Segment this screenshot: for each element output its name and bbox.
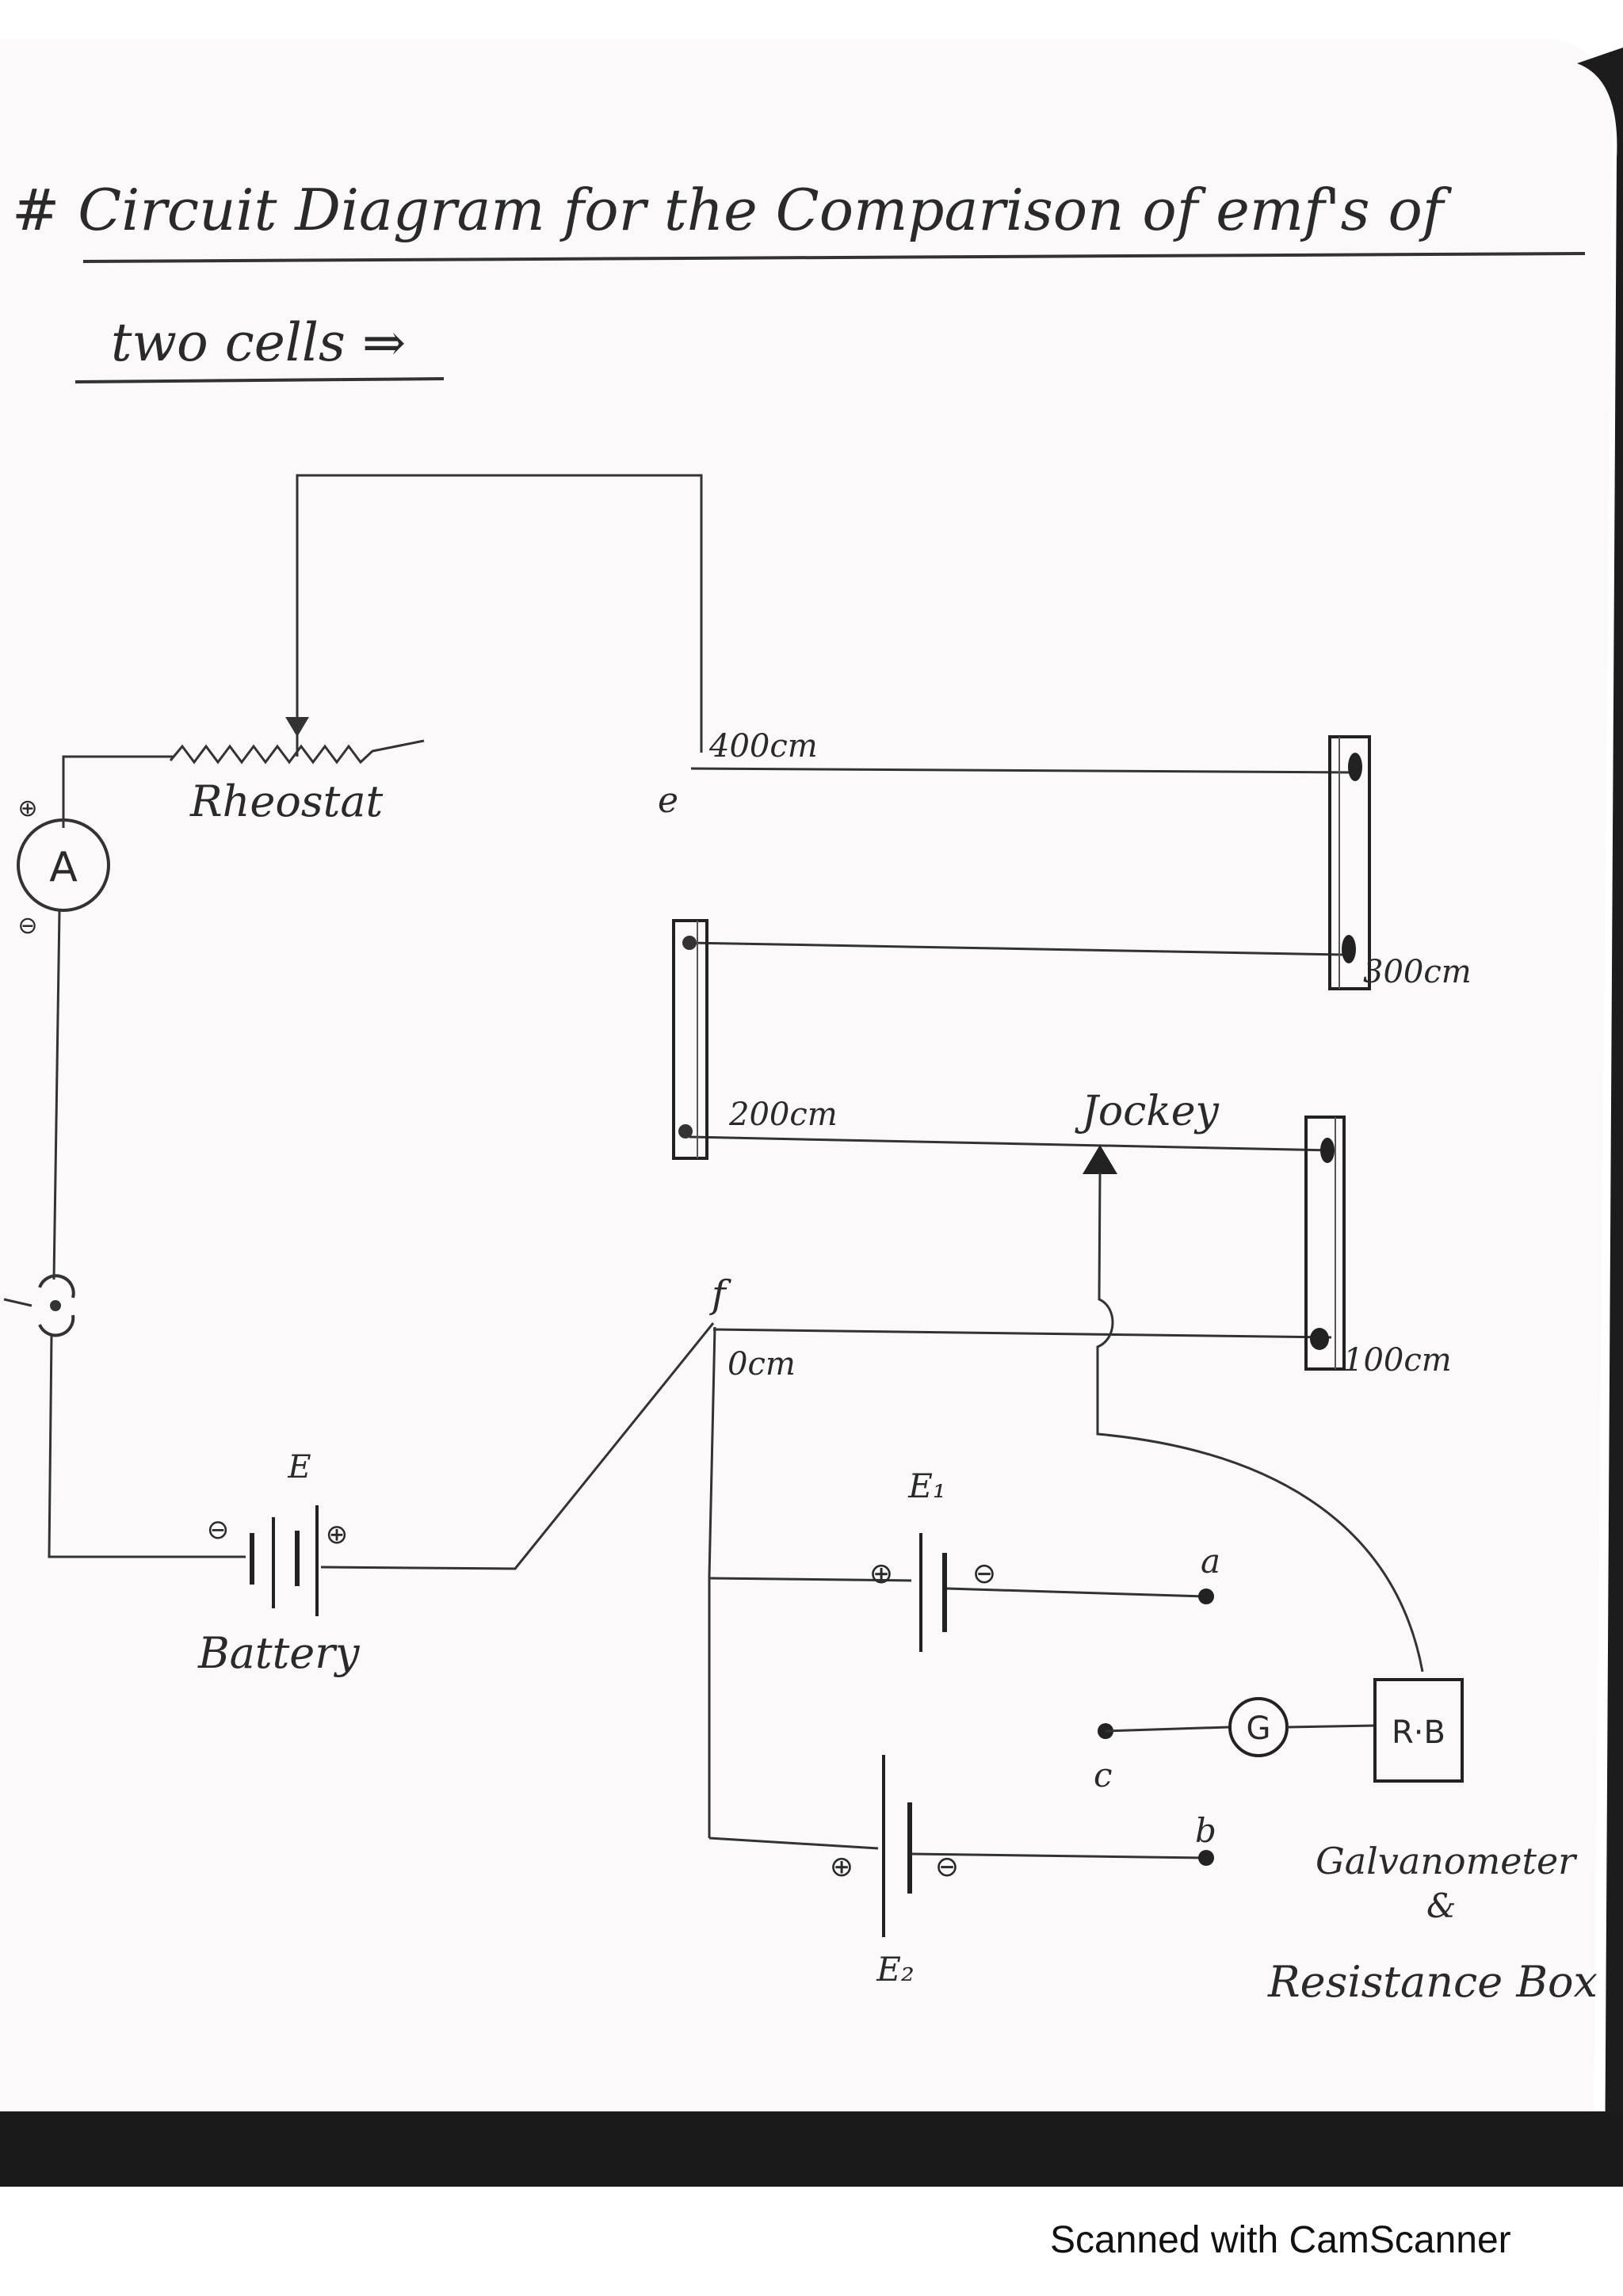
battery-E-label: E <box>287 1449 311 1486</box>
terminal-a-dot <box>1198 1589 1214 1604</box>
wire-ammeter-rheostat <box>62 755 174 828</box>
wire-f-common <box>708 1326 716 1838</box>
potentiometer-wire-400-300 <box>690 767 1356 774</box>
cell-E2-negative-sign: ⊖ <box>935 1851 959 1883</box>
point-e-label: e <box>658 780 678 821</box>
resistance-box-caption: Resistance Box <box>1267 1957 1598 2007</box>
terminal-b-dot <box>1198 1850 1214 1866</box>
wire-to-E2 <box>708 1836 879 1850</box>
terminal-b-label: b <box>1195 1811 1216 1850</box>
ammeter-positive-sign: ⊕ <box>17 795 37 822</box>
cell-E1-label: E₁ <box>907 1466 946 1505</box>
wire-left-lower <box>48 1334 246 1558</box>
copper-strip-right-bottom <box>1304 1116 1346 1371</box>
potentiometer-wire-300-200 <box>689 941 1344 956</box>
ammeter-symbol <box>17 818 110 912</box>
title-underline-2 <box>74 377 445 383</box>
terminal-c-label: c <box>1094 1756 1113 1794</box>
cell-E2-symbol <box>882 1755 912 1937</box>
title-line-2: two cells ⇒ <box>111 312 406 373</box>
cell-E1-symbol <box>919 1533 947 1652</box>
battery-label: Battery <box>197 1628 361 1678</box>
ammeter-label: A <box>49 844 78 891</box>
potentiometer-wire-100-0 <box>712 1328 1332 1339</box>
ammeter-negative-sign: ⊖ <box>17 912 37 940</box>
copper-strip-right-top <box>1328 735 1371 990</box>
title-underline-1 <box>82 252 1586 263</box>
plug-key-symbol <box>3 1274 75 1337</box>
label-100cm: 100cm <box>1343 1342 1452 1379</box>
rheostat-label: Rheostat <box>189 776 384 826</box>
wire-E1-to-a <box>946 1587 1205 1598</box>
paper-sheet <box>0 40 1613 2187</box>
potentiometer-wire-200-100 <box>689 1135 1332 1152</box>
galvanometer-caption-and: & <box>1426 1886 1456 1925</box>
resistance-box-label: R·B <box>1392 1714 1445 1751</box>
title-line-1: # Circuit Diagram for the Comparison of … <box>12 177 1453 243</box>
wire-E2-to-b <box>911 1852 1205 1859</box>
wire-galvanometer-to-rb <box>1286 1724 1376 1729</box>
galvanometer-label: G <box>1247 1711 1271 1747</box>
label-0cm: 0cm <box>727 1346 796 1383</box>
scanner-watermark: Scanned with CamScanner <box>1050 2219 1511 2261</box>
wire-c-to-galvanometer <box>1105 1726 1229 1733</box>
bottom-shadow-band <box>0 2111 1623 2187</box>
wire-to-E1 <box>708 1577 912 1582</box>
wire-battery-to-f <box>320 1322 715 1570</box>
wire-jockey <box>1096 1172 1424 1672</box>
label-200cm: 200cm <box>728 1097 838 1133</box>
galvanometer-caption: Galvanometer <box>1316 1840 1578 1882</box>
resistance-box-symbol <box>1373 1678 1464 1783</box>
rheostat-resistor <box>169 739 425 765</box>
jockey-symbol <box>1083 1145 1117 1174</box>
rheostat-arrow <box>285 717 309 737</box>
label-300cm: 300cm <box>1363 954 1472 990</box>
wire-left-upper <box>52 910 61 1280</box>
page-shadow-edge <box>1577 48 1623 2187</box>
jockey-label: Jockey <box>1075 1088 1220 1135</box>
cell-E2-positive-sign: ⊕ <box>830 1851 854 1883</box>
cell-E2-label: E₂ <box>876 1950 915 1989</box>
label-400cm: 400cm <box>708 728 818 765</box>
cell-E1-positive-sign: ⊕ <box>869 1558 893 1590</box>
cell-E1-negative-sign: ⊖ <box>972 1558 996 1590</box>
battery-negative-sign: ⊖ <box>207 1514 230 1546</box>
wire-rheostat-top <box>296 474 703 757</box>
battery-positive-sign: ⊕ <box>326 1519 349 1550</box>
copper-strip-left <box>672 919 708 1160</box>
battery-symbol <box>250 1505 319 1616</box>
terminal-a-label: a <box>1201 1542 1220 1581</box>
